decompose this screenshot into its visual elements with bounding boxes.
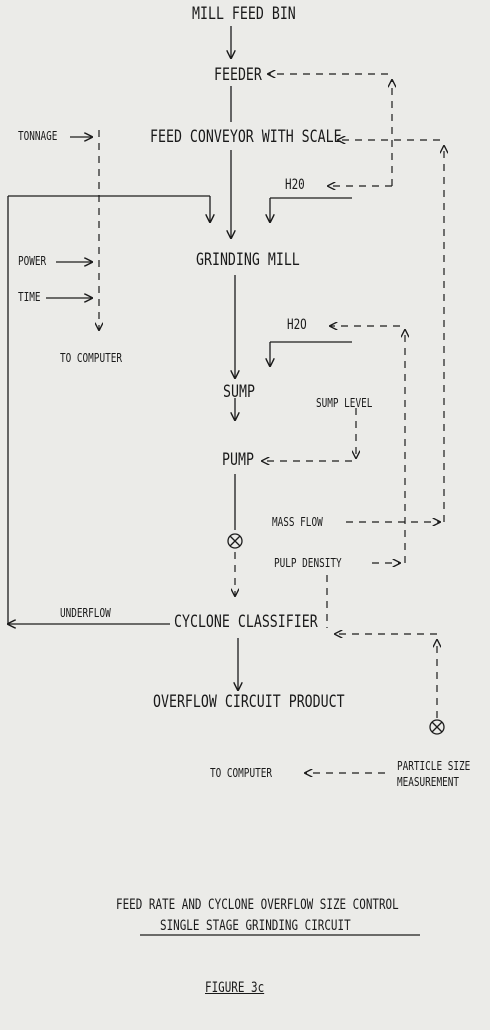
node-cyclone-classifier: CYCLONE CLASSIFIER: [174, 612, 318, 632]
node-pump: PUMP: [222, 450, 254, 470]
node-overflow-product: OVERFLOW CIRCUIT PRODUCT: [153, 692, 345, 712]
label-to-computer-bottom: TO COMPUTER: [210, 766, 272, 780]
label-particle-size: PARTICLE SIZE: [397, 759, 471, 773]
node-grinding-mill: GRINDING MILL: [196, 250, 300, 270]
caption-figure-label: FIGURE 3c: [205, 980, 265, 996]
label-measurement: MEASUREMENT: [397, 775, 459, 789]
caption-line2: SINGLE STAGE GRINDING CIRCUIT: [160, 918, 351, 934]
node-h2o-mid: H2O: [287, 317, 307, 333]
label-to-computer-left: TO COMPUTER: [60, 351, 122, 365]
node-mill-feed-bin: MILL FEED BIN: [192, 4, 296, 24]
node-h2o-top: H20: [285, 177, 305, 193]
node-sump-level: SUMP LEVEL: [316, 396, 373, 410]
valve-symbol-main: [227, 533, 243, 549]
label-power: POWER: [18, 254, 47, 268]
node-mass-flow: MASS FLOW: [272, 515, 323, 529]
label-time: TIME: [18, 290, 41, 304]
node-sump: SUMP: [223, 382, 255, 402]
label-tonnage: TONNAGE: [18, 129, 58, 143]
node-pulp-density: PULP DENSITY: [274, 556, 342, 570]
node-feeder: FEEDER: [214, 65, 262, 85]
label-underflow: UNDERFLOW: [60, 606, 111, 620]
valve-symbol-particle: [429, 719, 445, 735]
node-feed-conveyor: FEED CONVEYOR WITH SCALE: [150, 127, 342, 147]
caption-line1: FEED RATE AND CYCLONE OVERFLOW SIZE CONT…: [116, 897, 399, 913]
